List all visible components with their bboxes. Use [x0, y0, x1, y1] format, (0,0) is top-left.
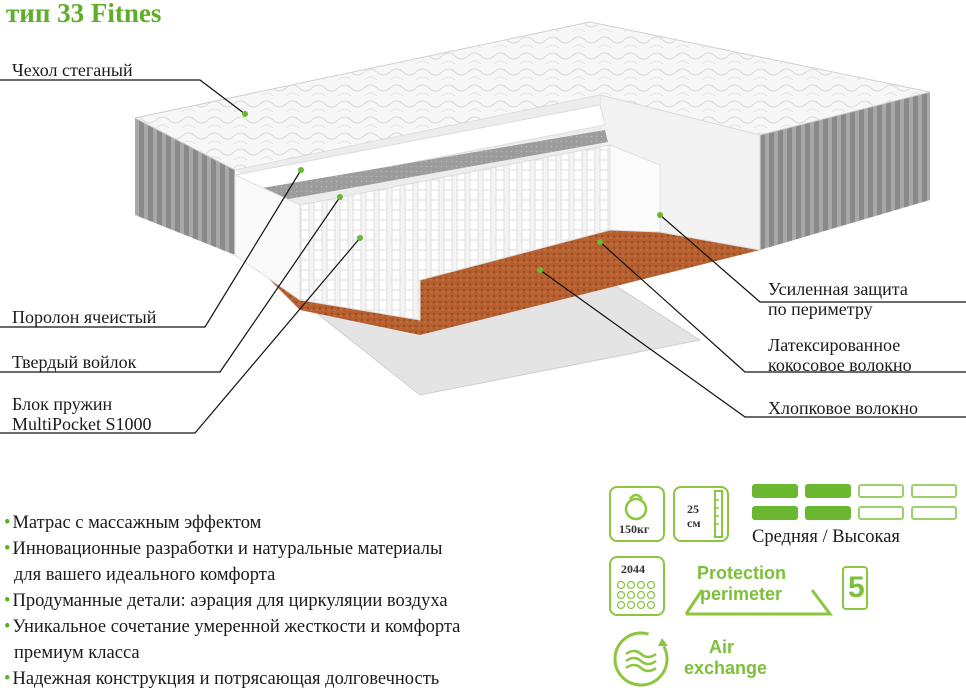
feature-item: •Продуманные детали: аэрация для циркуля…: [4, 591, 448, 611]
mattress-cutaway-illustration: [0, 21, 966, 434]
label-coconut-line2: кокосовое волокно: [768, 355, 912, 375]
kettlebell-icon: [624, 493, 648, 521]
firmness-bar-empty: [858, 506, 904, 520]
firmness-bar-empty: [911, 506, 957, 520]
label-foam: Поролон ячеистый: [12, 307, 157, 327]
product-title: тип 33 Fitnes: [6, 0, 162, 28]
firmness-bar-empty: [858, 484, 904, 498]
label-perimeter: Усиленная защита по периметру: [768, 279, 908, 319]
perimeter-outline-icon: [684, 589, 833, 616]
height-unit: см: [687, 516, 701, 530]
label-cotton: Хлопковое волокно: [768, 398, 919, 418]
feature-list: •Матрас с массажным эффектом •Инновацион…: [4, 510, 594, 692]
label-coconut-line1: Латексированное: [768, 335, 901, 355]
firmness-scale: [752, 484, 962, 524]
label-cover: Чехол стеганый: [12, 60, 133, 80]
firmness-label: Средняя / Высокая: [752, 527, 900, 547]
bullet-dot-icon: •: [4, 669, 11, 689]
ruler-icon: [714, 490, 723, 538]
feature-item-continued: премиум класса: [14, 643, 140, 663]
feature-item-continued: для вашего идеального комфорта: [14, 565, 276, 585]
label-felt: Твердый войлок: [12, 352, 137, 372]
feature-item: •Надежная конструкция и потрясающая долг…: [4, 669, 440, 689]
label-springs-line2: MultiPocket S1000: [12, 414, 152, 434]
load-value: 150кг: [619, 522, 650, 536]
label-springs-line1: Блок пружин: [12, 394, 113, 414]
bullet-dot-icon: •: [4, 513, 11, 533]
label-perimeter-line2: по периметру: [768, 299, 873, 319]
bullet-dot-icon: •: [4, 591, 11, 611]
feature-item: •Уникальное сочетание умеренной жесткост…: [4, 617, 461, 637]
firmness-bar-empty: [911, 484, 957, 498]
height-badge: 25 см: [673, 486, 729, 542]
feature-item: •Инновационные разработки и натуральные …: [4, 539, 443, 559]
springs-count-value: 2044: [621, 562, 645, 576]
protection-line1: Protection: [697, 563, 787, 583]
bullet-dot-icon: •: [4, 617, 11, 637]
load-badge: 150кг: [609, 486, 665, 542]
label-coconut: Латексированное кокосовое волокно: [768, 335, 912, 375]
firmness-bar-filled: [752, 484, 798, 498]
label-springs: Блок пружин MultiPocket S1000: [12, 394, 152, 434]
feature-item: •Матрас с массажным эффектом: [4, 513, 262, 533]
protection-line2: perimeter: [700, 584, 783, 604]
firmness-bar-filled: [752, 506, 798, 520]
air-line1: Air: [709, 637, 735, 657]
label-perimeter-line1: Усиленная защита: [768, 279, 908, 299]
springs-count-badge: 2044: [609, 556, 665, 616]
firmness-bar-filled: [805, 506, 851, 520]
height-value: 25: [687, 502, 699, 516]
firmness-bar-filled: [805, 484, 851, 498]
warranty-years: 5: [848, 571, 865, 604]
air-line2: exchange: [684, 658, 768, 678]
warranty-badge: 5: [842, 566, 868, 610]
bullet-dot-icon: •: [4, 539, 11, 559]
air-exchange-icon: [613, 631, 669, 687]
springs-grid-icon: [616, 580, 656, 610]
